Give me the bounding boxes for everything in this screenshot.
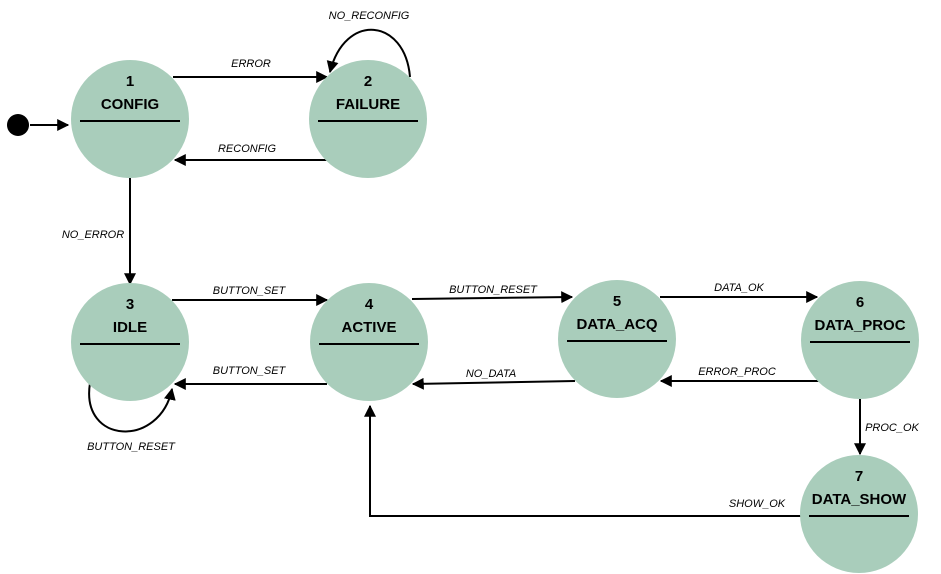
- state-idle-circle: [71, 283, 189, 401]
- state-data-acq: 5 DATA_ACQ: [558, 280, 676, 398]
- state-failure-circle: [309, 60, 427, 178]
- state-data-proc: 6 DATA_PROC: [801, 281, 919, 399]
- state-active-circle: [310, 283, 428, 401]
- label-proc-ok: PROC_OK: [865, 422, 919, 434]
- state-data-proc-number: 6: [856, 294, 864, 311]
- edge-no-reconfig-loop: [326, 28, 411, 78]
- state-failure-number: 2: [364, 73, 372, 90]
- label-no-reconfig: NO_RECONFIG: [329, 10, 410, 22]
- state-data-show-circle: [800, 455, 918, 573]
- state-config: 1 CONFIG: [71, 60, 189, 178]
- state-data-proc-name: DATA_PROC: [814, 317, 905, 334]
- label-button-set-forward: BUTTON_SET: [213, 285, 287, 297]
- label-button-reset-forward: BUTTON_RESET: [449, 284, 538, 296]
- state-active: 4 ACTIVE: [310, 283, 428, 401]
- label-no-error: NO_ERROR: [62, 229, 124, 241]
- state-config-circle: [71, 60, 189, 178]
- edge-button-reset-forward: [411, 291, 574, 304]
- state-active-name: ACTIVE: [341, 319, 396, 336]
- state-failure-name: FAILURE: [336, 96, 400, 113]
- state-data-acq-number: 5: [613, 293, 621, 310]
- label-error-proc: ERROR_PROC: [698, 366, 776, 378]
- state-idle-name: IDLE: [113, 319, 147, 336]
- edge-no-data: [411, 377, 576, 390]
- label-data-ok: DATA_OK: [714, 282, 764, 294]
- state-data-acq-name: DATA_ACQ: [576, 316, 657, 333]
- state-data-proc-circle: [801, 281, 919, 399]
- label-no-data: NO_DATA: [466, 368, 516, 380]
- edge-button-reset-loop: [88, 382, 176, 433]
- state-idle: 3 IDLE: [71, 283, 189, 401]
- label-button-reset-loop: BUTTON_RESET: [87, 441, 176, 453]
- label-error: ERROR: [231, 58, 271, 70]
- state-config-number: 1: [126, 73, 134, 90]
- state-idle-number: 3: [126, 296, 134, 313]
- state-data-show: 7 DATA_SHOW: [800, 455, 918, 573]
- state-config-name: CONFIG: [101, 96, 159, 113]
- state-failure: 2 FAILURE: [309, 60, 427, 178]
- edge-show-ok: [364, 404, 802, 517]
- state-active-number: 4: [365, 296, 374, 313]
- initial-state-dot: [7, 114, 29, 136]
- state-data-acq-circle: [558, 280, 676, 398]
- label-show-ok: SHOW_OK: [729, 498, 786, 510]
- label-button-set-back: BUTTON_SET: [213, 365, 287, 377]
- state-data-show-number: 7: [855, 468, 863, 485]
- label-reconfig: RECONFIG: [218, 143, 277, 155]
- state-data-show-name: DATA_SHOW: [812, 491, 907, 508]
